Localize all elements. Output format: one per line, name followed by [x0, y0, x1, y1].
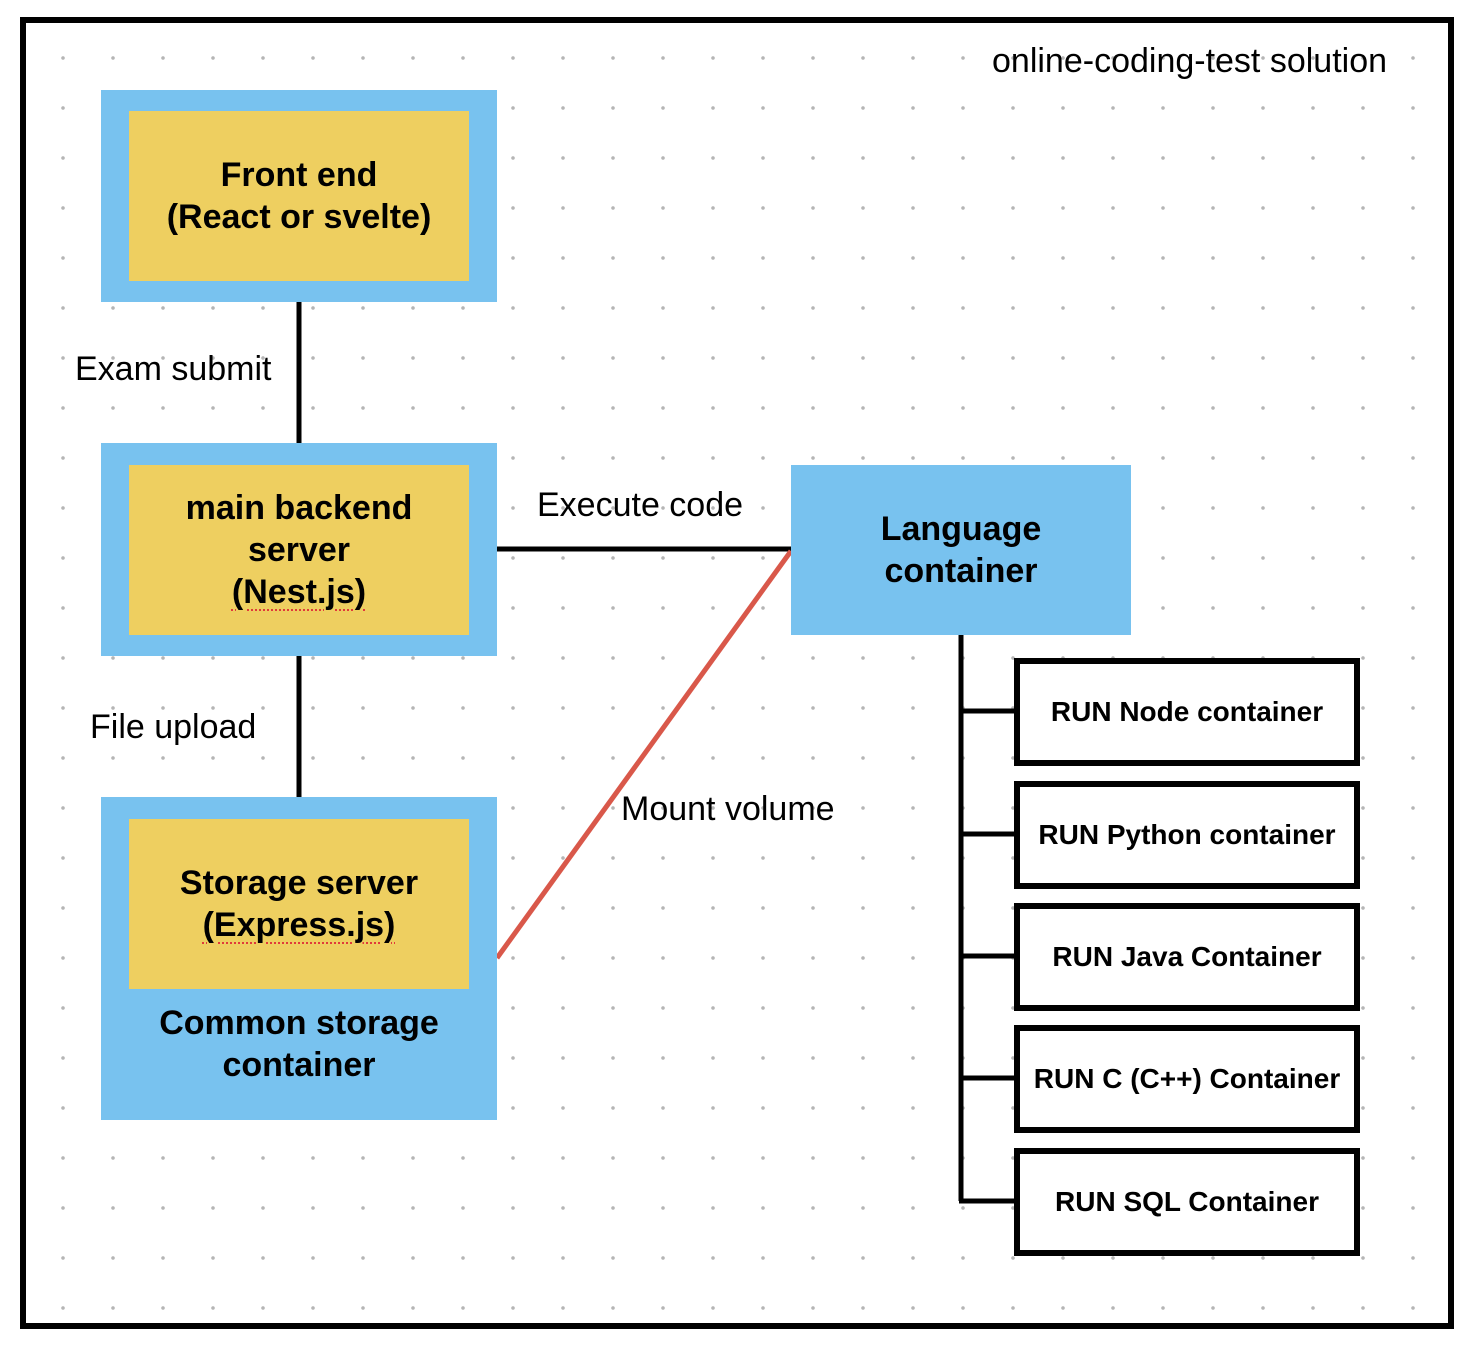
storage-framework: (Express.js): [202, 906, 396, 944]
file-upload-label: File upload: [90, 708, 257, 746]
exam-submit-label: Exam submit: [75, 350, 272, 388]
run-c-container: RUN C (C++) Container: [1014, 1025, 1360, 1133]
frontend-title: Front end: [220, 156, 378, 194]
execute-code-label: Execute code: [537, 486, 744, 524]
storage-caption-line1: Common storage: [159, 1004, 439, 1042]
storage-node: Storage server (Express.js): [129, 819, 469, 989]
mount-volume-label: Mount volume: [621, 790, 835, 828]
language-container: Language container: [791, 465, 1131, 635]
mount-volume-connector: [494, 549, 794, 960]
run-node-container: RUN Node container: [1014, 658, 1360, 766]
backend-title-line2: server: [247, 531, 351, 569]
diagram-title: online-coding-test solution: [992, 42, 1388, 80]
language-title-line1: Language: [880, 510, 1042, 548]
language-title-line2: container: [884, 552, 1038, 590]
backend-node: main backend server (Nest.js): [129, 465, 469, 635]
frontend-subtitle: (React or svelte): [166, 198, 432, 236]
backend-title-line1: main backend: [185, 489, 413, 527]
backend-framework: (Nest.js): [231, 573, 367, 611]
frontend-node: Front end (React or svelte): [129, 111, 469, 281]
run-sql-container: RUN SQL Container: [1014, 1148, 1360, 1256]
run-java-container: RUN Java Container: [1014, 903, 1360, 1011]
storage-caption-line2: container: [222, 1046, 376, 1084]
run-python-container: RUN Python container: [1014, 781, 1360, 889]
storage-title: Storage server: [179, 864, 419, 902]
storage-container-caption: Common storage container: [101, 1002, 497, 1086]
